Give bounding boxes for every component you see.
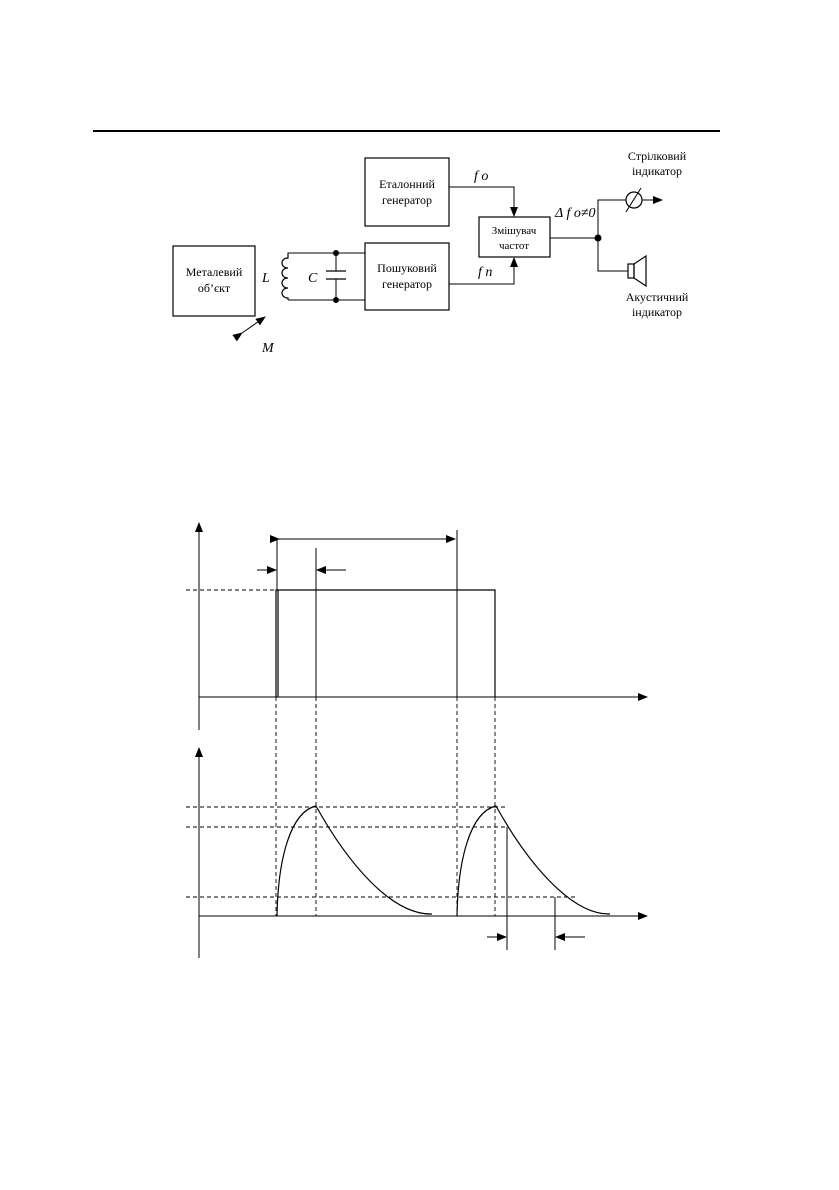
pulse-waveform [276, 590, 495, 697]
search-generator-label-2: генератор [382, 277, 432, 291]
response-curve-2 [457, 806, 610, 916]
mutual-arrow [242, 317, 265, 333]
fn-label: f n [478, 265, 492, 280]
capacitor-label: C [308, 271, 318, 286]
delta-label: Δ f o≠0 [554, 206, 596, 221]
timing-diagram [186, 523, 647, 958]
speaker-symbol [628, 264, 634, 278]
mixer-label-1: Змішувач [492, 225, 537, 237]
acoustic-indicator-label-1: Акустичний [626, 290, 689, 304]
reference-generator-label-1: Еталонний [379, 177, 435, 191]
pointer-indicator-label-2: індикатор [632, 164, 682, 178]
pointer-indicator-label-1: Стрілковий [628, 149, 687, 163]
lc-wire-top [288, 253, 365, 254]
block-diagram: Металевий об’єкт M L C Пошуковий генерат… [173, 149, 689, 356]
mixer-label-2: частот [499, 240, 529, 252]
metal-object-label-1: Металевий [186, 265, 243, 279]
acoustic-indicator-label-2: індикатор [632, 305, 682, 319]
coil-symbol [282, 254, 288, 300]
f0-label: f o [474, 169, 488, 184]
response-curve-1 [277, 806, 432, 916]
reference-generator-box [365, 158, 449, 226]
reference-generator-label-2: генератор [382, 193, 432, 207]
metal-object-label-2: об’єкт [198, 281, 231, 295]
search-generator-label-1: Пошуковий [377, 261, 437, 275]
coil-label: L [261, 271, 270, 286]
mutual-label: M [261, 341, 275, 356]
